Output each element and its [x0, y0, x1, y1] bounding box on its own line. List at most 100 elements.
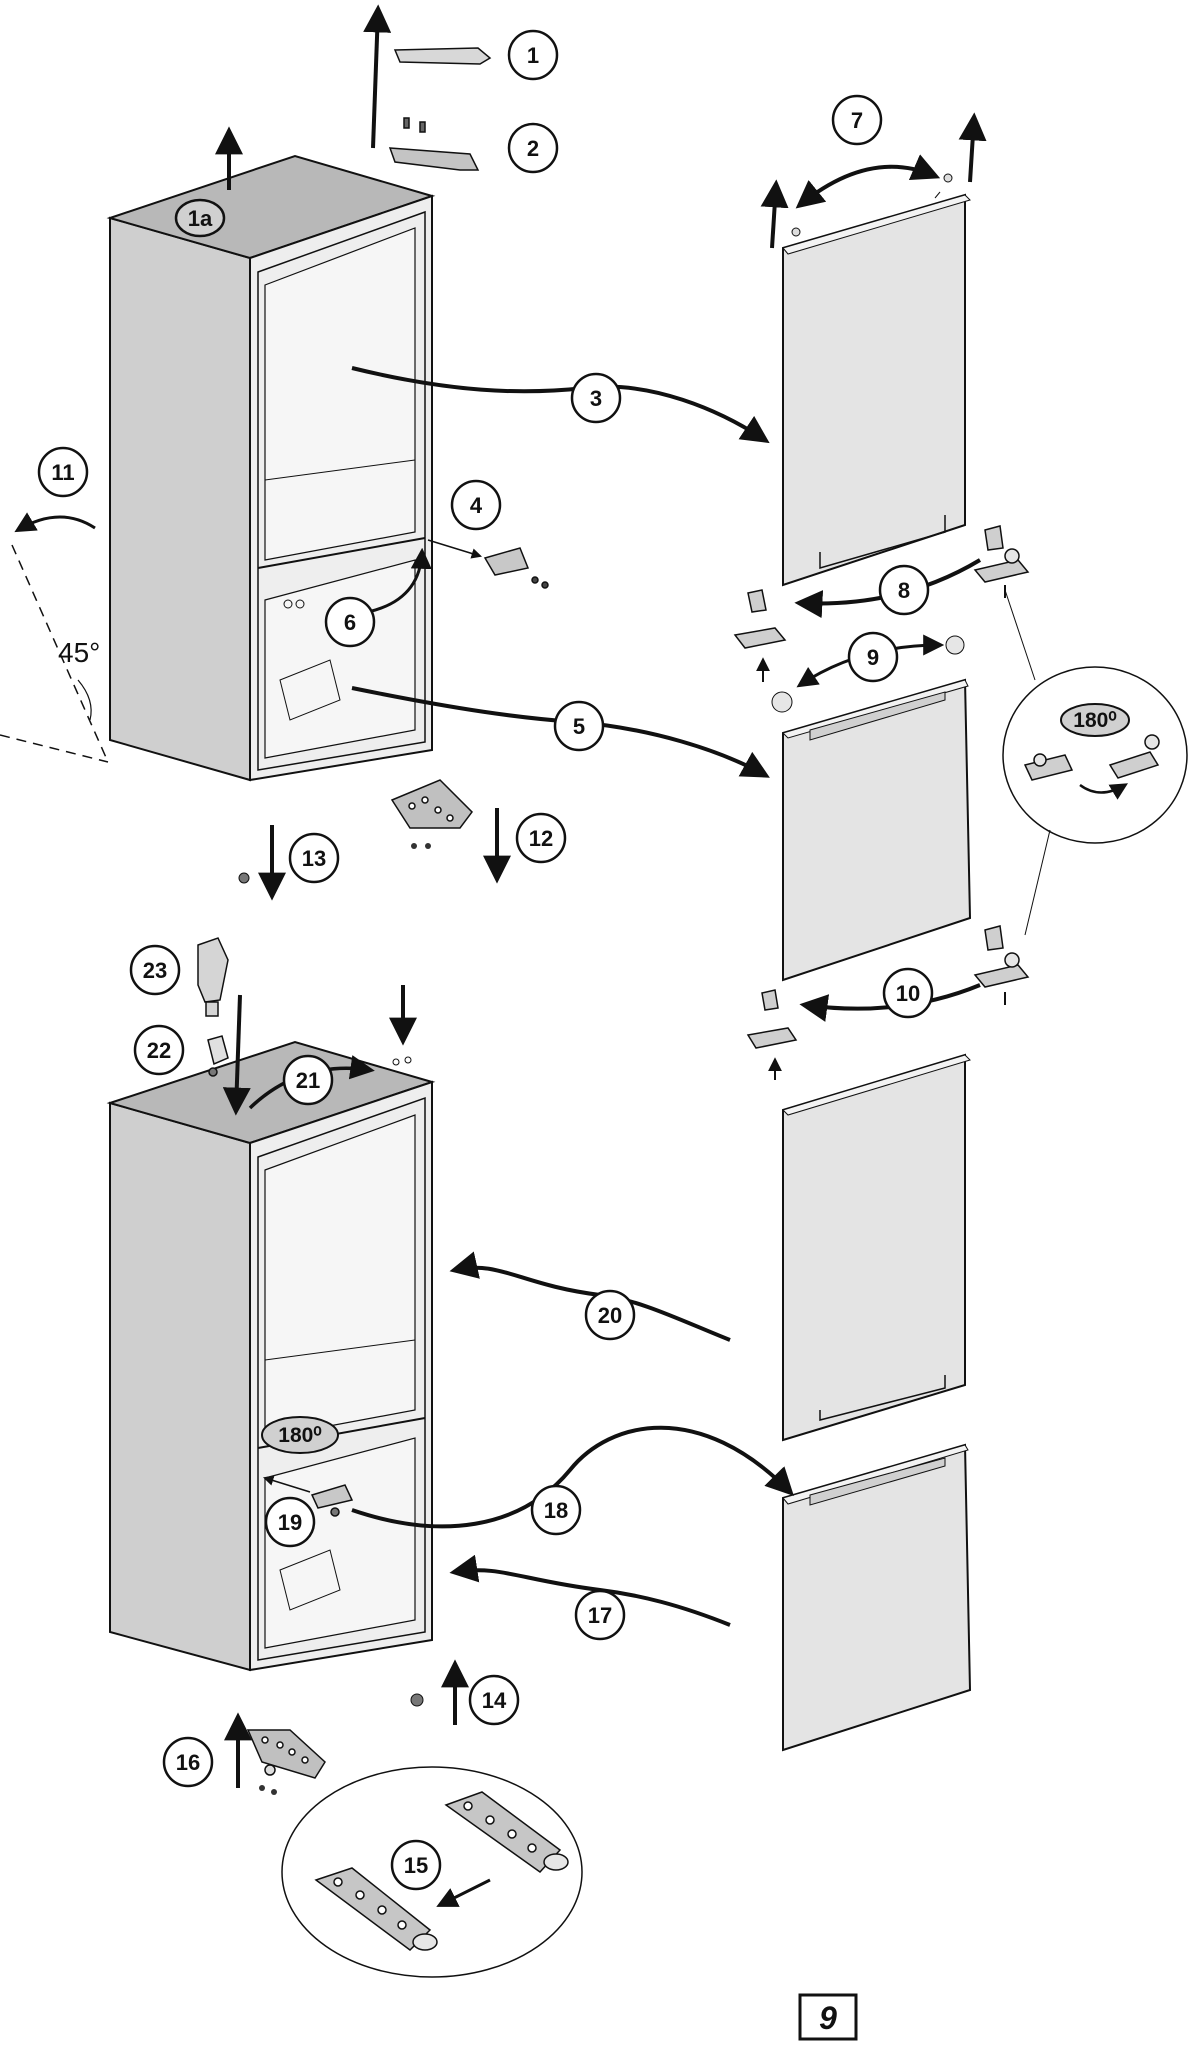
step-circle-22 [133, 1024, 185, 1076]
detail-hinge-right [1108, 734, 1160, 779]
pin-up-arrow-right [958, 112, 987, 183]
step-label-18: 18 [544, 1498, 568, 1523]
pin-up-arrow-left [760, 179, 789, 249]
hinge-flip-arrow [436, 1878, 491, 1907]
step-label-1a: 1a [188, 206, 213, 231]
hinge-rotation-detail [1002, 666, 1188, 844]
step-label-7: 7 [851, 108, 863, 133]
step-label-1: 1 [527, 43, 539, 68]
step-circle-4 [450, 479, 502, 531]
step-label-11: 11 [51, 460, 74, 485]
step-label-8: 8 [898, 578, 910, 603]
step-circle-1a [174, 198, 226, 238]
step-label-9: 9 [867, 645, 879, 670]
step-circle-8 [878, 564, 930, 616]
rotation-label-bg [1060, 703, 1130, 737]
step-label-5: 5 [573, 714, 585, 739]
door-pin [791, 227, 801, 237]
hinge-to-door-arrow [351, 1425, 794, 1529]
rotation-arrow-detail [1079, 783, 1129, 800]
detail-leader-top [1004, 589, 1036, 681]
reinstalled-lower-door [782, 1443, 972, 1752]
rotation-label-180-lower: 180⁰ [278, 1424, 322, 1447]
step-circle-11 [37, 446, 89, 498]
step-circle-7 [831, 94, 883, 146]
reinstalled-upper-door [782, 1053, 971, 1442]
door-bushing-right [945, 635, 965, 655]
step-label-20: 20 [598, 1303, 622, 1328]
hinge-screw [411, 843, 417, 849]
plug-move-arrow [367, 547, 432, 614]
handle-cap-part [197, 937, 229, 1017]
page-number-box [798, 1993, 858, 2041]
step-label-21: 21 [296, 1068, 320, 1093]
step-label-19: 19 [278, 1510, 302, 1535]
step-circle-23 [129, 944, 181, 996]
step-circle-10 [882, 967, 934, 1019]
hinge-screw [425, 843, 431, 849]
adjustable-foot [238, 872, 250, 884]
reinstalled-middle-hinge [310, 1484, 354, 1517]
middle-hinge-part [483, 547, 549, 589]
top-screw [404, 1056, 412, 1064]
step-circle-21 [282, 1054, 334, 1106]
detail-leader-bottom [1024, 829, 1051, 936]
step-circle-19 [264, 1496, 316, 1548]
top-hinge-plate-part [388, 117, 480, 171]
detail-hinge-flipped [314, 1867, 438, 1951]
detail-hinge-original [444, 1791, 569, 1873]
door-pin [943, 173, 953, 183]
step-label-15: 15 [404, 1853, 428, 1878]
step-circle-15 [390, 1839, 442, 1891]
step-circle-14 [468, 1674, 520, 1726]
step-circle-3 [570, 372, 622, 424]
hinge-out-arrow [427, 539, 483, 559]
cover-plug [295, 599, 305, 609]
step-circle-20 [584, 1289, 636, 1341]
lower-fridge-cabinet [106, 1040, 436, 1672]
handle-plug-part [207, 1035, 229, 1077]
upper-fridge-tilt-guide [0, 544, 109, 763]
step-circle-12 [515, 812, 567, 864]
step-circle-13 [288, 832, 340, 884]
top-screw [392, 1058, 400, 1066]
step-label-17: 17 [588, 1603, 612, 1628]
hinge-stop-right-lower [973, 925, 1030, 988]
lower-door-panel [782, 678, 972, 982]
tilt-arrow [14, 512, 96, 533]
step-circle-17 [574, 1589, 626, 1641]
step-label-2: 2 [527, 136, 539, 161]
step-label-3: 3 [590, 386, 602, 411]
handle-down-arrow [222, 994, 251, 1116]
hinge-stop-left-upper [733, 589, 787, 649]
page-number: 9 [819, 2000, 837, 2036]
step-label-4: 4 [470, 493, 483, 518]
upper-door-panel [782, 191, 971, 587]
hinge-cover-part [393, 47, 492, 65]
step-circle-18 [530, 1484, 582, 1536]
step-circle-6 [324, 596, 376, 648]
cover-up-arrow [363, 4, 392, 149]
upper-fridge-cabinet [106, 154, 436, 782]
hinge-stop-right-upper [973, 525, 1030, 583]
step-label-16: 16 [176, 1750, 200, 1775]
hinge-stop-left-lower [746, 989, 798, 1049]
step-label-14: 14 [482, 1688, 507, 1713]
step-circle-9 [847, 631, 899, 683]
cover-plug [283, 599, 293, 609]
detail-hinge-left [1023, 753, 1074, 781]
hinge-screw-lower [271, 1789, 277, 1795]
step-circle-2 [507, 122, 559, 174]
bottom-hinge-bracket [390, 779, 473, 829]
step-label-13: 13 [302, 846, 326, 871]
adjustable-foot-lower [410, 1693, 424, 1707]
step-label-6: 6 [344, 610, 356, 635]
door-bushing-left [771, 691, 793, 713]
rotation-label-180-detail: 180⁰ [1073, 709, 1117, 732]
step-circle-5 [553, 700, 605, 752]
hinge-screw-lower [259, 1785, 265, 1791]
step-label-23: 23 [143, 958, 167, 983]
bottom-hinge-reinstalled [246, 1729, 326, 1779]
rotation-label-bg-lower [261, 1416, 339, 1454]
